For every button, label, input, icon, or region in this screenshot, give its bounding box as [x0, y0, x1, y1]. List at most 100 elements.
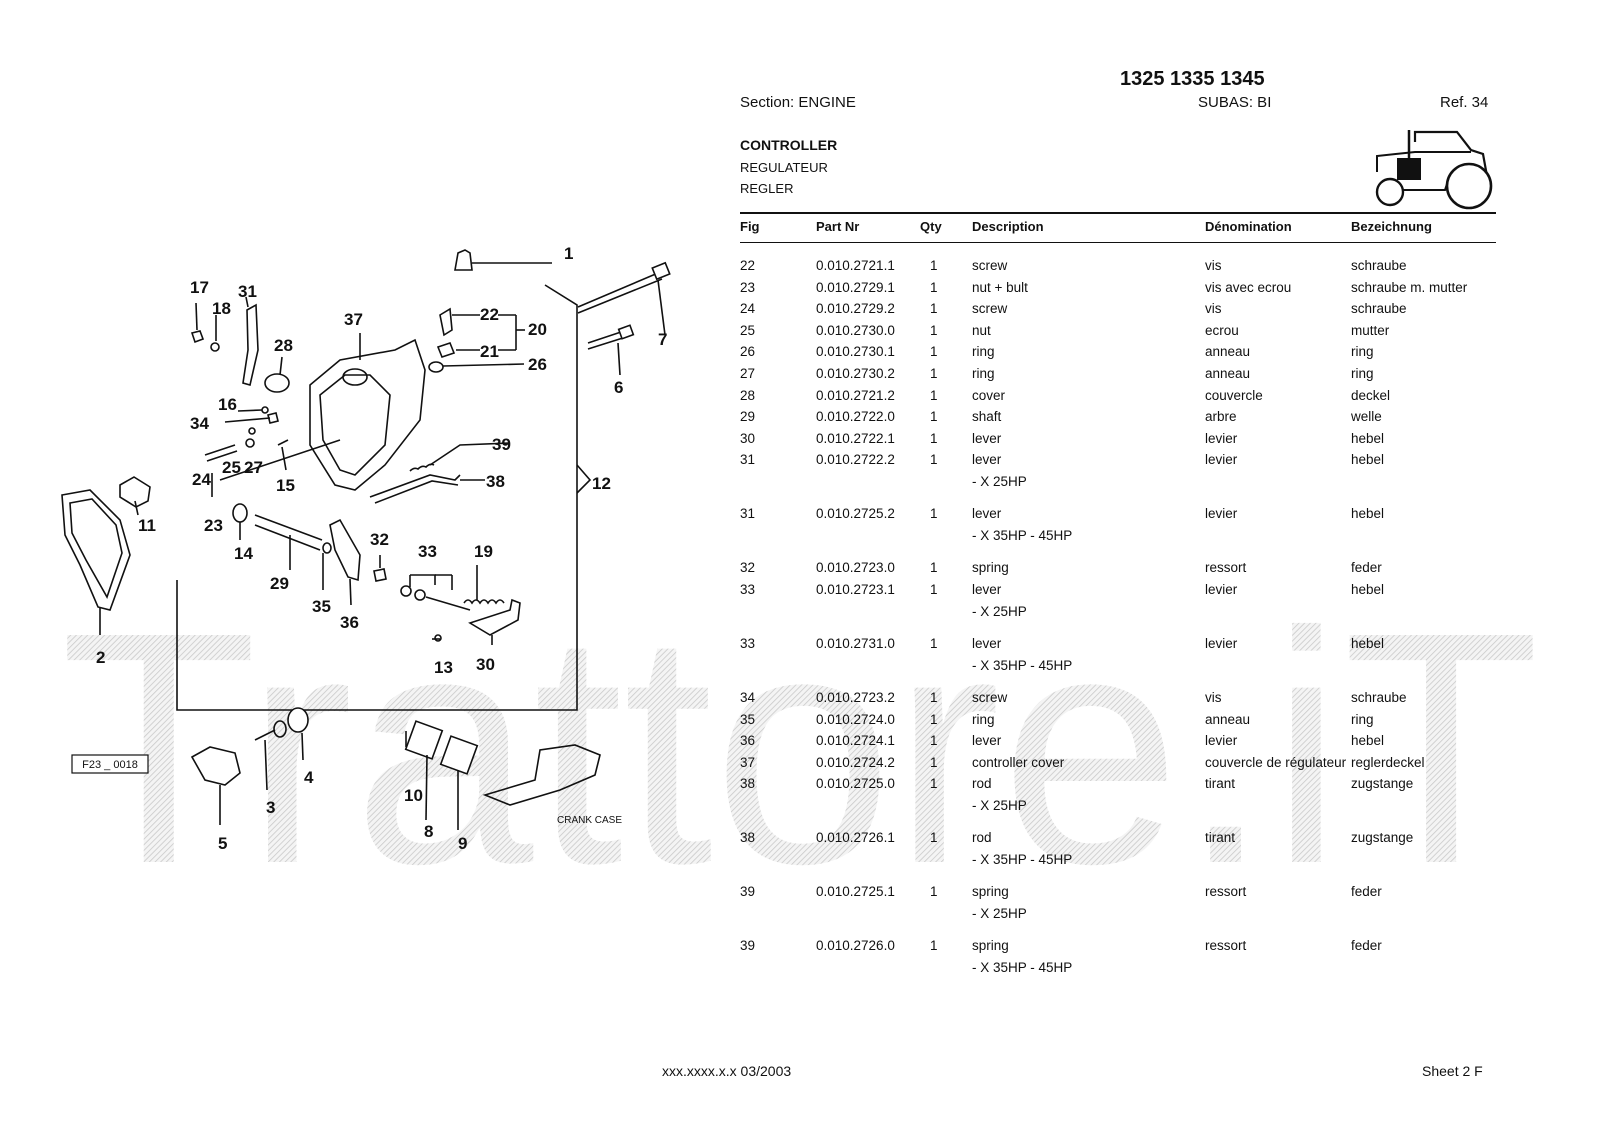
callout-18: 18	[212, 299, 231, 318]
part-fig-cell: 36	[740, 733, 756, 749]
part-part-cell: 0.010.2730.0	[816, 322, 895, 338]
callout-34: 34	[190, 414, 209, 433]
section-label: Section: ENGINE	[740, 94, 856, 111]
part-part-cell: 0.010.2723.2	[816, 690, 895, 705]
col-header-bezeichnung: Bezeichnung	[1351, 219, 1432, 234]
part-bez-cell: schraube	[1351, 690, 1407, 705]
part-bez-cell: zugstange	[1351, 776, 1414, 792]
part-fig-cell: 26	[740, 344, 756, 360]
part-desc-cell: controller cover	[972, 754, 1065, 770]
part-bez-cell: feder	[1351, 938, 1382, 954]
part-qty-cell: 1	[930, 830, 938, 846]
callout-22: 22	[480, 305, 499, 324]
part-qty-cell: 1	[930, 452, 938, 468]
callout-33: 33	[418, 542, 437, 561]
part-part-cell: 0.010.2722.1	[816, 430, 895, 446]
part-bez-cell: hebel	[1351, 430, 1385, 446]
part-fig-cell: 27	[740, 366, 756, 381]
part-qty-cell: 1	[930, 409, 938, 425]
part-fig-cell: 39	[740, 884, 756, 900]
part-denom-cell: couvercle de régulateur	[1205, 754, 1347, 770]
part-denom-cell: anneau	[1205, 366, 1251, 381]
callout-36: 36	[340, 613, 359, 632]
part-desc-cell: screw	[972, 301, 1008, 317]
part-denom-cell: levier	[1205, 733, 1238, 749]
part-denom-cell: vis	[1205, 690, 1222, 705]
part-bez-cell: feder	[1351, 884, 1382, 900]
col-header-denomination: Dénomination	[1205, 219, 1292, 234]
part-denom-cell: ressort	[1205, 560, 1247, 576]
part-variant-note: - X 35HP - 45HP	[972, 527, 1073, 543]
part-desc-cell: lever	[972, 636, 1002, 651]
part-part-cell: 0.010.2722.2	[816, 452, 895, 468]
part-bez-cell: schraube	[1351, 301, 1407, 317]
tractor-icon	[1375, 130, 1493, 210]
part-bez-cell: feder	[1351, 560, 1382, 576]
callout-8: 8	[424, 822, 433, 841]
part-desc-cell: rod	[972, 776, 992, 792]
part-fig-cell: 25	[740, 322, 756, 338]
part-bez-cell: ring	[1351, 344, 1374, 360]
callout-24: 24	[192, 470, 211, 489]
part-denom-cell: vis avec ecrou	[1205, 279, 1292, 295]
part-desc-cell: ring	[972, 344, 995, 360]
part-qty-cell: 1	[930, 636, 938, 651]
part-variant-note: - X 25HP	[972, 603, 1027, 619]
part-desc-cell: cover	[972, 387, 1006, 403]
callout-21: 21	[480, 342, 499, 361]
part-part-cell: 0.010.2726.1	[816, 830, 895, 846]
part-qty-cell: 1	[930, 344, 938, 360]
title-french: REGULATEUR	[740, 160, 828, 175]
callout-16: 16	[218, 395, 237, 414]
part-part-cell: 0.010.2731.0	[816, 636, 895, 651]
part-fig-cell: 22	[740, 258, 756, 273]
callout-5: 5	[218, 834, 227, 853]
part-part-cell: 0.010.2722.0	[816, 409, 895, 425]
part-denom-cell: levier	[1205, 430, 1238, 446]
callout-27: 27	[244, 458, 263, 477]
part-bez-cell: hebel	[1351, 452, 1385, 468]
part-bez-cell: ring	[1351, 366, 1374, 381]
part-part-cell: 0.010.2725.2	[816, 506, 895, 522]
exploded-diagram: 1234567891011121314151617181920212223242…	[61, 244, 671, 853]
part-variant-note: - X 35HP - 45HP	[972, 657, 1073, 673]
part-fig-cell: 38	[740, 830, 756, 846]
part-qty-cell: 1	[930, 560, 938, 576]
part-qty-cell: 1	[930, 258, 938, 273]
part-bez-cell: hebel	[1351, 582, 1385, 597]
part-part-cell: 0.010.2729.1	[816, 279, 895, 295]
callout-1: 1	[564, 244, 573, 263]
part-fig-cell: 33	[740, 582, 756, 597]
part-denom-cell: levier	[1205, 582, 1238, 597]
part-qty-cell: 1	[930, 506, 938, 522]
callout-10: 10	[404, 786, 423, 805]
part-desc-cell: shaft	[972, 409, 1002, 425]
callout-29: 29	[270, 574, 289, 593]
part-variant-note: - X 35HP - 45HP	[972, 851, 1073, 867]
part-denom-cell: tirant	[1205, 830, 1236, 846]
callout-6: 6	[614, 378, 623, 397]
part-part-cell: 0.010.2723.0	[816, 560, 895, 576]
part-part-cell: 0.010.2724.1	[816, 733, 895, 749]
crank-case-label: CRANK CASE	[557, 815, 622, 826]
callout-9: 9	[458, 834, 467, 853]
part-fig-cell: 31	[740, 506, 756, 522]
part-desc-cell: lever	[972, 506, 1002, 522]
part-denom-cell: levier	[1205, 452, 1238, 468]
part-part-cell: 0.010.2725.1	[816, 884, 895, 900]
callout-28: 28	[274, 336, 293, 355]
part-bez-cell: hebel	[1351, 506, 1385, 522]
part-part-cell: 0.010.2729.2	[816, 301, 895, 317]
part-qty-cell: 1	[930, 322, 938, 338]
callout-39: 39	[492, 435, 511, 454]
callout-26: 26	[528, 355, 547, 374]
part-qty-cell: 1	[930, 387, 938, 403]
part-qty-cell: 1	[930, 582, 938, 597]
col-header-fig: Fig	[740, 219, 760, 234]
col-header-description: Description	[972, 219, 1044, 234]
callout-12: 12	[592, 474, 611, 493]
part-fig-cell: 31	[740, 452, 756, 468]
part-fig-cell: 32	[740, 560, 756, 576]
footer-sheet: Sheet 2 F	[1422, 1063, 1483, 1079]
part-bez-cell: schraube	[1351, 258, 1407, 273]
